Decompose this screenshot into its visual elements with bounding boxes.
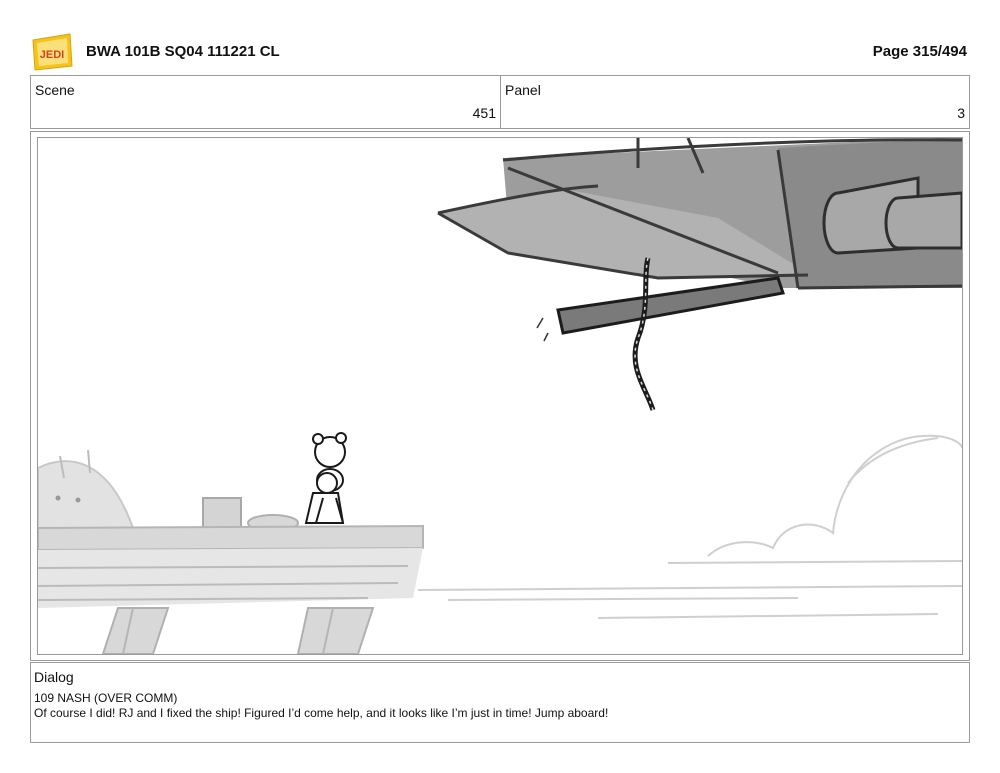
dialog-box: Dialog 109 NASH (OVER COMM) Of course I … <box>30 662 970 743</box>
show-logo: JEDI <box>32 33 73 71</box>
storyboard-sketch <box>38 138 962 654</box>
dock-sketch <box>38 497 424 654</box>
scene-number: 451 <box>472 105 496 121</box>
panel-number: 3 <box>957 105 965 121</box>
page-number: Page 315/494 <box>872 43 967 60</box>
storyboard-panel <box>30 131 970 661</box>
panel-cell: Panel 3 <box>501 76 969 128</box>
scene-panel-info: Scene 451 Panel 3 <box>30 75 970 129</box>
panel-label: Panel <box>505 82 541 98</box>
vehicle-sketch <box>38 449 135 535</box>
dialog-line: Of course I did! RJ and I fixed the ship… <box>34 706 609 720</box>
document-title: BWA 101B SQ04 111221 CL <box>86 43 280 60</box>
dialog-label: Dialog <box>34 669 74 685</box>
svg-text:JEDI: JEDI <box>40 49 64 61</box>
spaceship-sketch <box>437 138 962 411</box>
scene-label: Scene <box>35 82 75 98</box>
scene-cell: Scene 451 <box>31 76 501 128</box>
dialog-speaker: 109 NASH (OVER COMM) <box>34 691 178 705</box>
storyboard-drawing <box>37 137 963 655</box>
characters-sketch <box>304 432 347 524</box>
cloud-sketch <box>417 434 962 619</box>
page-header: JEDI BWA 101B SQ04 111221 CL Page 315/49… <box>30 32 970 72</box>
